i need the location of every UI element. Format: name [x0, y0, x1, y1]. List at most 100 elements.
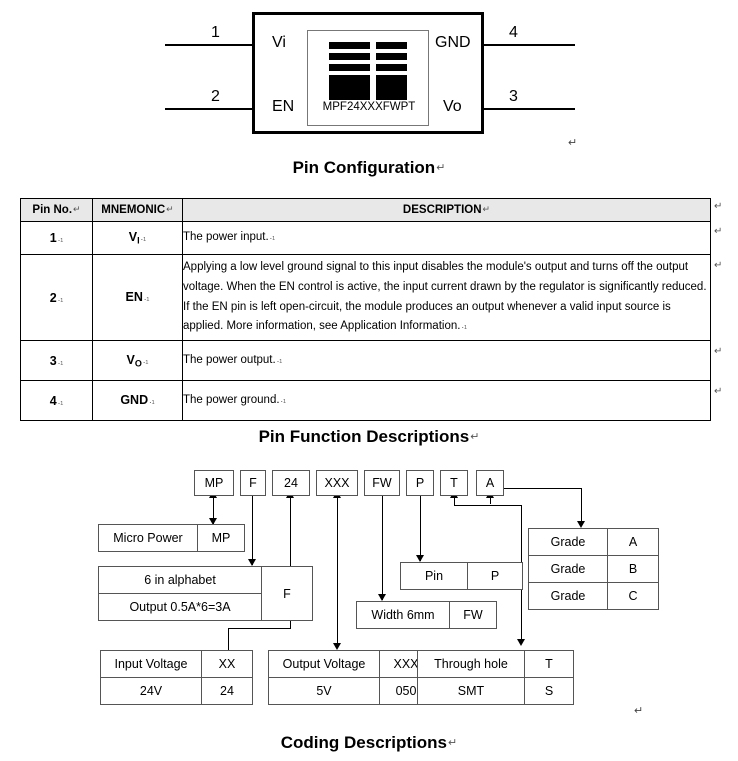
legend-row: SMT S — [417, 677, 574, 705]
arrow-f-down — [248, 559, 256, 566]
connector-f — [252, 496, 254, 565]
paragraph-mark: .₁ — [142, 354, 149, 365]
cell-mnemonic-text: GND — [120, 392, 149, 407]
pad-bar-left-2 — [329, 53, 370, 60]
cell-description: The power ground..₁ — [182, 380, 711, 421]
paragraph-mark-diagram: ↵ — [568, 137, 578, 149]
paragraph-mark: ↵ — [714, 260, 723, 271]
paragraph-mark: ↵ — [436, 162, 446, 174]
pin-configuration-caption: Pin Configuration↵ — [0, 158, 738, 178]
cell-pin-no: 3.₁ — [20, 340, 93, 381]
legend-mounting-row2-code: S — [524, 677, 574, 705]
legend-row: Pin P — [400, 562, 523, 590]
connector-24-vertical — [290, 496, 292, 629]
code-box-mp: MP — [194, 470, 234, 496]
paragraph-mark: ↵ — [714, 226, 723, 237]
legend-mounting-table: Through hole T SMT S — [417, 650, 574, 705]
pin-configuration-diagram: 1 2 3 4 Vi EN GND Vo MPF24XXXFWPT ↵ — [0, 0, 738, 170]
cell-description-text: The power output. — [183, 353, 276, 366]
legend-grade-label-a: Grade — [528, 528, 608, 556]
pin-lead-1 — [165, 44, 257, 46]
legend-micro-power-code: MP — [197, 524, 245, 552]
legend-pin-table: Pin P — [400, 562, 523, 590]
code-box-f: F — [240, 470, 266, 496]
pin-function-table-caption: Pin Function Descriptions↵ — [0, 427, 738, 447]
arrow-t-down — [517, 639, 525, 646]
table-row: 1.₁ VI.₁ The power input..₁ — [20, 221, 711, 255]
code-box-t: T — [440, 470, 468, 496]
connector-fw — [382, 496, 384, 600]
cell-description: Applying a low level ground signal to th… — [182, 254, 711, 341]
coding-descriptions-caption-text: Coding Descriptions — [280, 733, 447, 752]
connector-t-horizontal — [454, 505, 522, 507]
legend-input-voltage-header-code: XX — [201, 650, 253, 678]
legend-row: Grade B — [528, 555, 659, 583]
connector-p — [420, 496, 422, 561]
paragraph-mark: .₁ — [143, 291, 150, 302]
column-header-mnemonic: MNEMONIC↵ — [92, 198, 183, 222]
legend-mounting-row2-label: SMT — [417, 677, 525, 705]
connector-24-horizontal — [228, 628, 290, 630]
legend-row: Grade C — [528, 582, 659, 610]
arrow-a-down — [577, 521, 585, 528]
legend-pin-label: Pin — [400, 562, 468, 590]
cell-mnemonic: EN.₁ — [92, 254, 183, 341]
cell-mnemonic: VO.₁ — [92, 340, 183, 381]
pad-block-left — [329, 75, 370, 100]
paragraph-mark: ↵ — [73, 204, 81, 214]
table-header-row: Pin No.↵ MNEMONIC↵ DESCRIPTION↵ — [20, 198, 711, 222]
chip-part-number: MPF24XXXFWPT — [322, 101, 416, 113]
table-row: 2.₁ EN.₁ Applying a low level ground sig… — [20, 254, 711, 341]
paragraph-mark: .₁ — [269, 231, 276, 242]
legend-row: Width 6mm FW — [356, 601, 497, 629]
pin-number-1: 1 — [211, 24, 220, 41]
cell-mnemonic-subscript: I — [137, 235, 140, 246]
legend-micro-power-table: Micro Power MP — [98, 524, 245, 552]
connector-a-horizontal — [490, 488, 582, 490]
column-header-description: DESCRIPTION↵ — [182, 198, 711, 222]
legend-grade-table: Grade A Grade B Grade C — [528, 528, 659, 610]
legend-grade-code-a: A — [607, 528, 659, 556]
connector-a-stub — [490, 496, 492, 504]
legend-input-voltage-header-label: Input Voltage — [100, 650, 202, 678]
legend-series-code: F — [261, 566, 313, 621]
legend-row: 24V 24 — [100, 677, 253, 705]
legend-series-table: 6 in alphabet F Output 0.5A*6=3A — [98, 566, 313, 621]
cell-pin-no-text: 4 — [49, 393, 57, 408]
legend-row: Output Voltage XXX — [268, 650, 433, 678]
code-box-a: A — [476, 470, 504, 496]
legend-row: 6 in alphabet F — [98, 566, 313, 621]
pin-function-table: Pin No.↵ MNEMONIC↵ DESCRIPTION↵ 1.₁ VI.₁… — [20, 198, 711, 421]
cell-description-text: The power ground. — [183, 393, 280, 406]
cell-mnemonic-subscript: O — [134, 358, 142, 369]
legend-grade-label-c: Grade — [528, 582, 608, 610]
cell-mnemonic-text: EN — [125, 289, 143, 304]
paragraph-mark: .₁ — [149, 394, 155, 405]
legend-output-voltage-value-label: 5V — [268, 677, 380, 705]
connector-xxx — [337, 496, 339, 648]
legend-row: Input Voltage XX — [100, 650, 253, 678]
pin-number-4: 4 — [509, 24, 518, 41]
pin-label-vi: Vi — [272, 34, 286, 51]
chip-package-artwork: MPF24XXXFWPT — [307, 30, 429, 126]
connector-24-drop — [228, 628, 230, 650]
connector-t-stub — [454, 496, 456, 506]
coding-descriptions-diagram: MP F 24 XXX FW P T A Micro Power MP 6 in… — [0, 458, 738, 718]
cell-pin-no-text: 1 — [49, 231, 57, 245]
cell-mnemonic: VI.₁ — [92, 221, 183, 255]
legend-row: Output 0.5A*6=3A — [98, 593, 313, 621]
paragraph-mark: .₁ — [57, 233, 64, 243]
cell-mnemonic-text: V — [126, 352, 135, 367]
pin-number-2: 2 — [211, 88, 220, 105]
legend-row: 5V 050 — [268, 677, 433, 705]
paragraph-mark: .₁ — [276, 353, 283, 364]
cell-pin-no: 4.₁ — [20, 380, 93, 421]
legend-grade-label-b: Grade — [528, 555, 608, 583]
legend-width-label: Width 6mm — [356, 601, 450, 629]
connector-a-drop — [581, 488, 583, 526]
code-box-xxx: XXX — [316, 470, 358, 496]
legend-mounting-row1-code: T — [524, 650, 574, 678]
pad-bar-right-3 — [376, 64, 407, 71]
paragraph-mark: .₁ — [57, 292, 64, 303]
column-header-pin-no-text: Pin No. — [32, 204, 73, 216]
